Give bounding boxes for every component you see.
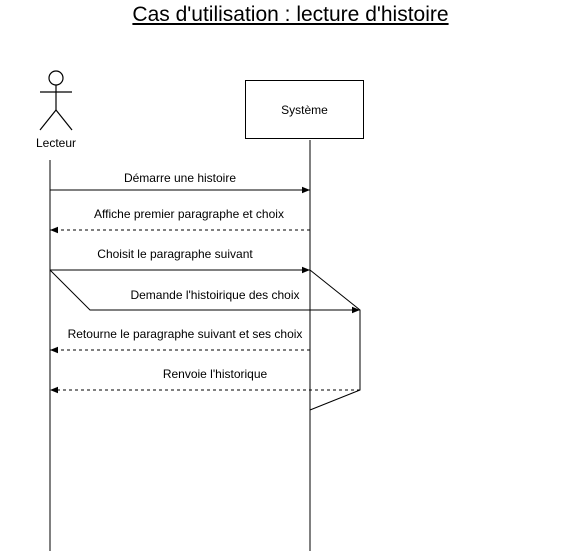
actor-stick-figure-icon [39, 70, 73, 131]
diagram-title: Cas d'utilisation : lecture d'histoire [132, 3, 449, 26]
message-label-2: Affiche premier paragraphe et choix [94, 207, 284, 221]
self-call-loop [309, 269, 361, 411]
message-label-6: Renvoie l'historique [162, 367, 268, 381]
system-box: Système [245, 80, 364, 139]
message-label-3: Choisit le paragraphe suivant [97, 247, 253, 261]
system-label: Système [281, 102, 328, 117]
message-label-5: Retourne le paragraphe suivant et ses ch… [67, 327, 303, 341]
message-label-1: Démarre une histoire [123, 171, 237, 185]
message-label-4: Demande l'histoirique des choix [130, 288, 300, 302]
message-arrow-4 [49, 269, 360, 314]
actor-label: Lecteur [35, 136, 77, 150]
